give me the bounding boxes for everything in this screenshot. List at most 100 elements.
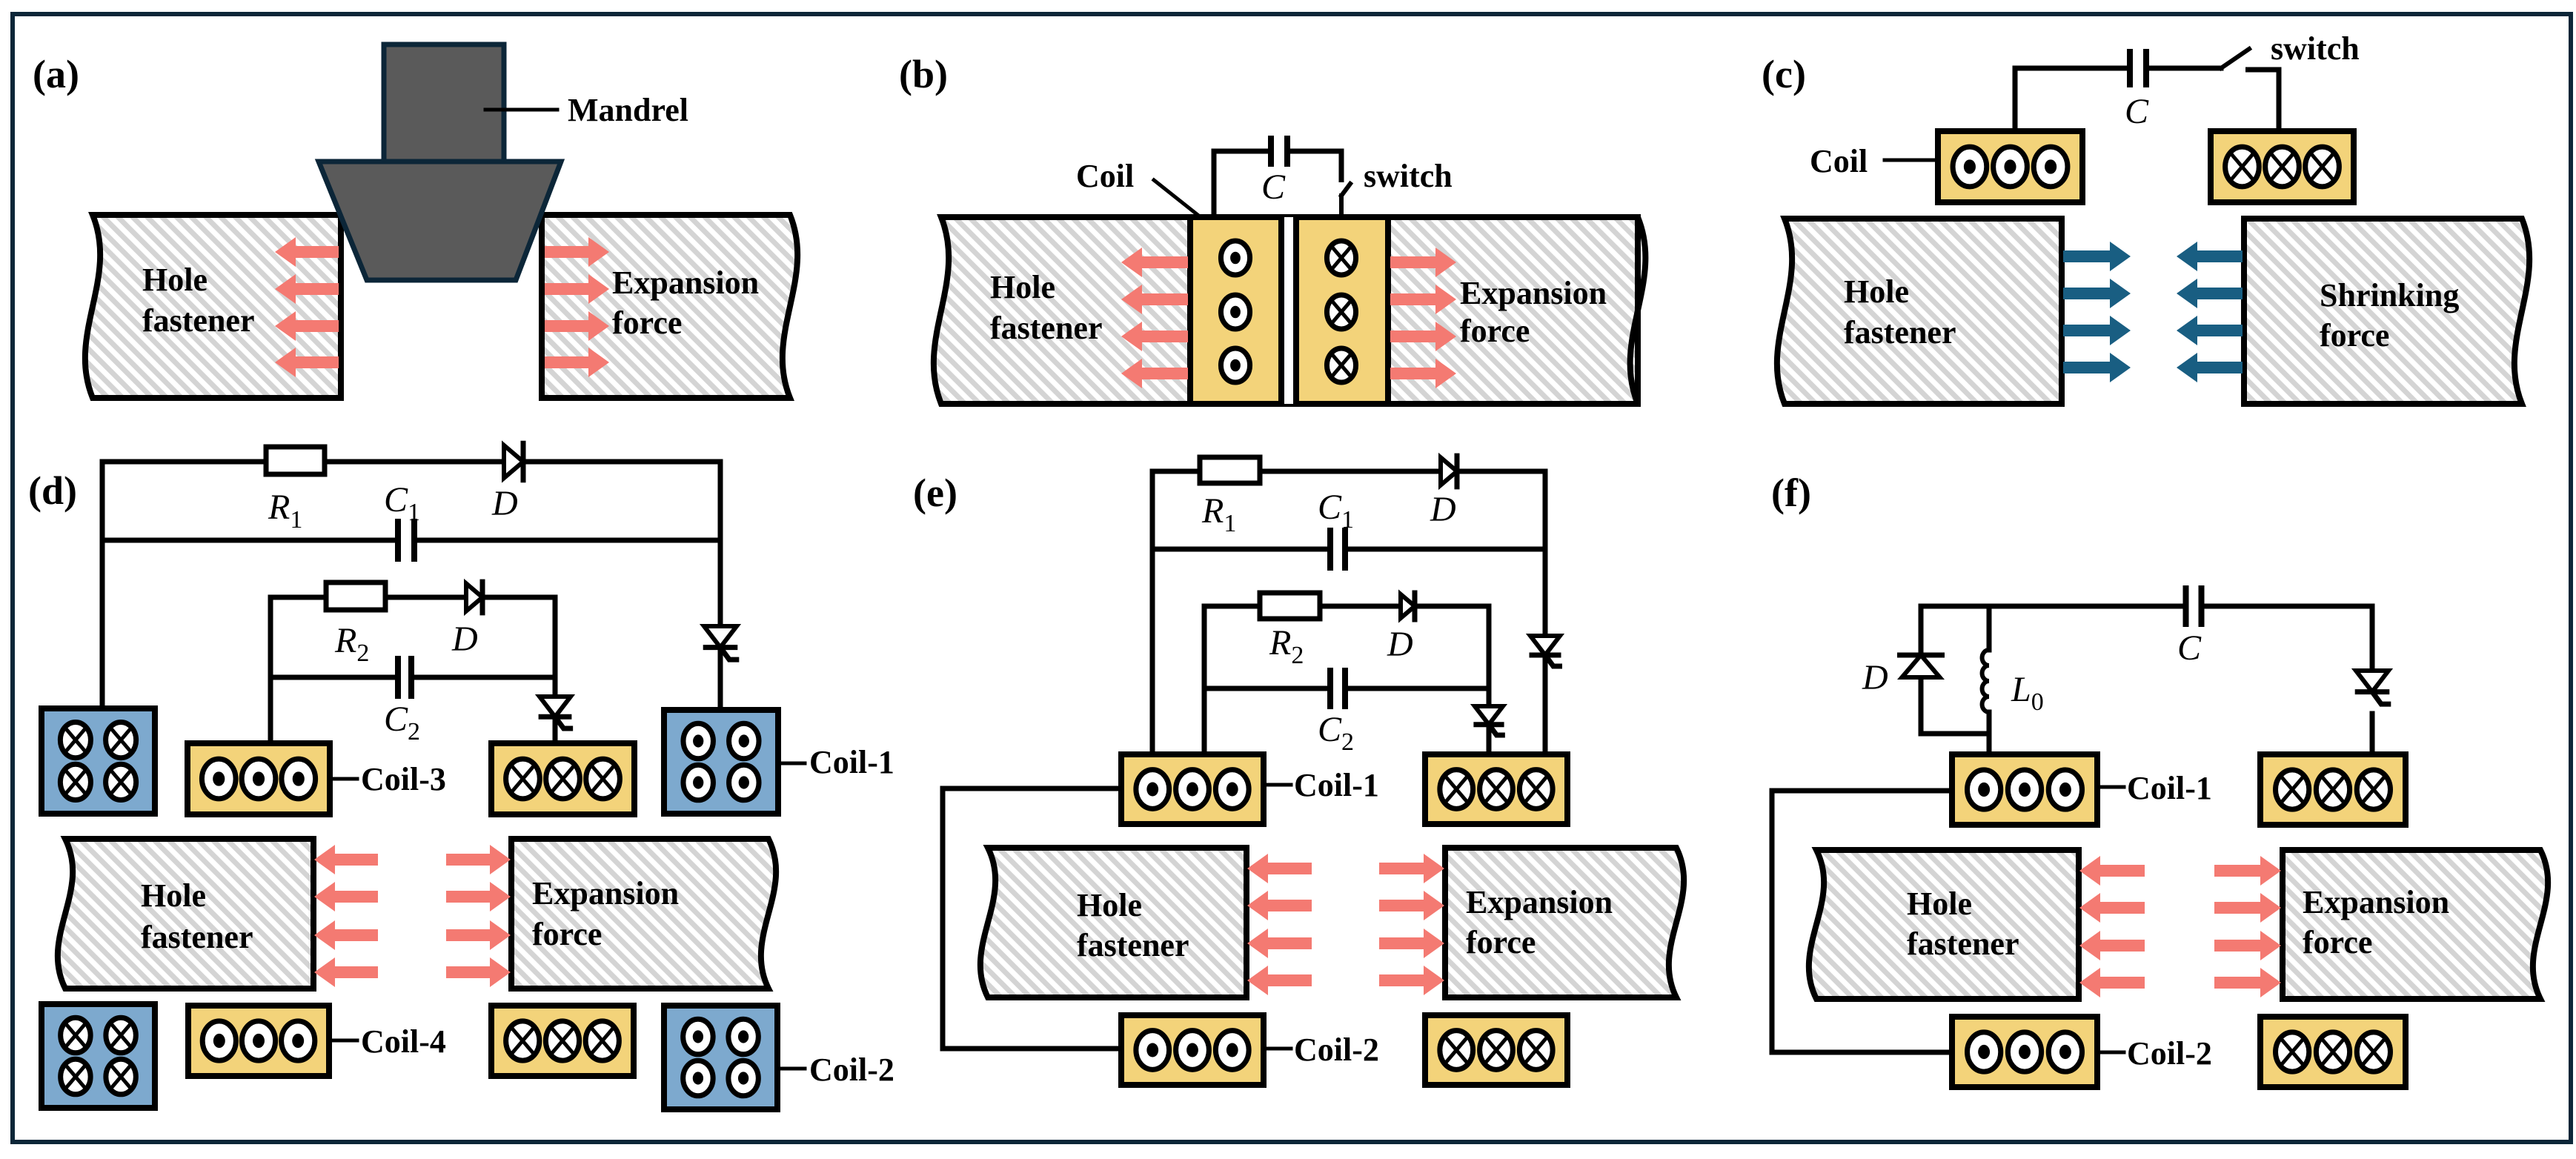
f-arrow-left-3 (2079, 968, 2145, 997)
d-r1-label: R1 (268, 488, 302, 534)
b-arrow-right-2 (1390, 322, 1456, 351)
a-arrow-right-1 (545, 274, 609, 304)
e-r1-label: R1 (1201, 491, 1236, 537)
current-dot (692, 1030, 704, 1043)
e-arrow-left-1 (1247, 891, 1312, 920)
f-arrow-right-3 (2214, 968, 2281, 997)
c-arrow-left-1 (2177, 279, 2243, 308)
panel-label-d: (d) (28, 468, 77, 513)
b-arrow-right-3 (1390, 359, 1456, 388)
c-arrow-right-2 (2063, 316, 2131, 345)
b-switch-blade (1338, 180, 1354, 199)
capacitor-gap (2185, 587, 2202, 625)
cross-stroke (109, 1021, 133, 1049)
e-expansion-text: Expansion (1466, 884, 1613, 920)
resistor-icon (323, 580, 388, 613)
f-wire-top-right (2201, 603, 2375, 671)
d-coil-3-label: Coil-3 (361, 761, 446, 797)
inductor-icon (1979, 648, 1990, 714)
b-arrow-left-2 (1121, 322, 1188, 351)
current-dot (1230, 359, 1241, 372)
b-hole-text: Hole (990, 269, 1055, 305)
e-workpiece-right-fill (1445, 848, 1684, 997)
current-dot (1146, 782, 1159, 797)
cross-stroke (1330, 299, 1353, 325)
b-switch-label: switch (1364, 158, 1453, 194)
mandrel-label: Mandrel (568, 92, 688, 128)
thyristor-icon (699, 624, 742, 651)
thyristor-icon (534, 694, 576, 721)
cross-stroke (1443, 774, 1470, 804)
e-arrow-left-0 (1247, 854, 1312, 883)
current-dot (1978, 782, 1991, 797)
e-fastener-text: fastener (1077, 927, 1189, 963)
e-force-text: force (1466, 924, 1536, 960)
e-wire-top-right (1445, 468, 1548, 754)
d-wire-top-right (519, 459, 723, 710)
f-inductor-label: L0 (2011, 670, 2044, 716)
cross-stroke (63, 768, 88, 796)
current-dot (1146, 1043, 1159, 1057)
cross-stroke (108, 726, 133, 754)
d-coil-4-label: Coil-4 (361, 1023, 446, 1060)
current-dot (1186, 1043, 1198, 1057)
d-c2-label: C2 (384, 700, 420, 745)
c-switch-blade (2217, 45, 2253, 72)
e-c1-label: C1 (1318, 488, 1354, 534)
current-dot (1226, 782, 1238, 797)
current-dot (693, 734, 704, 748)
c-force-text: force (2320, 317, 2389, 353)
b-arrow-left-3 (1121, 359, 1188, 388)
c-switch-label: switch (2271, 30, 2360, 67)
current-dot (1963, 159, 1976, 174)
figure-frame (10, 12, 2573, 1144)
f-workpiece-right-fill (2283, 850, 2549, 999)
c-wire-left (2012, 65, 2129, 131)
f-arrow-left-1 (2079, 893, 2145, 923)
thyristor-gate (2370, 690, 2391, 707)
e-arrow-right-3 (1379, 966, 1444, 995)
cross-stroke (1483, 1035, 1510, 1065)
current-dot (1230, 251, 1241, 265)
e-r2-label: R2 (1269, 623, 1304, 669)
b-arrow-left-0 (1121, 248, 1188, 277)
c-shrinking-text: Shrinking (2320, 277, 2459, 313)
b-coil-leader-line (1151, 177, 1204, 220)
cross-stroke (1330, 245, 1353, 271)
d-d2-label: D (451, 620, 478, 659)
cross-stroke (509, 1026, 536, 1056)
current-dot (2004, 159, 2016, 174)
b-fastener-text: fastener (990, 310, 1103, 346)
d-arrow-right-0 (446, 845, 511, 874)
cross-stroke (589, 763, 617, 794)
e-arrow-right-1 (1379, 891, 1444, 920)
cross-stroke (1443, 1035, 1470, 1065)
e-hole-text: Hole (1077, 887, 1142, 923)
panel-f (1769, 585, 2552, 1090)
resistor-icon (263, 444, 328, 477)
panel-b (930, 136, 1649, 407)
f-coil-1-label: Coil-1 (2127, 770, 2212, 806)
c-arrow-left-2 (2177, 316, 2243, 345)
f-arrow-left-0 (2079, 856, 2145, 886)
cross-stroke (2360, 1037, 2387, 1067)
panel-e (940, 452, 1687, 1088)
c-arrow-left-3 (2177, 353, 2243, 382)
diode-icon (464, 578, 486, 617)
d-r2-label: R2 (334, 621, 369, 667)
d-expansion-text: Expansion (532, 875, 679, 911)
e-coil-1-label: Coil-1 (1294, 767, 1379, 803)
diode-icon (502, 440, 527, 483)
d-arrow-left-0 (314, 845, 378, 874)
cross-stroke (2279, 774, 2306, 805)
current-dot (292, 1033, 305, 1049)
cross-stroke (63, 726, 88, 754)
thyristor-gate (718, 645, 740, 662)
a-arrow-right-2 (545, 311, 609, 341)
current-dot (252, 771, 265, 786)
cross-stroke (2228, 151, 2256, 182)
d-workpiece-right-fill (511, 839, 777, 989)
d-workpiece-left-outline (54, 836, 316, 992)
panel-label-b: (b) (899, 52, 948, 96)
